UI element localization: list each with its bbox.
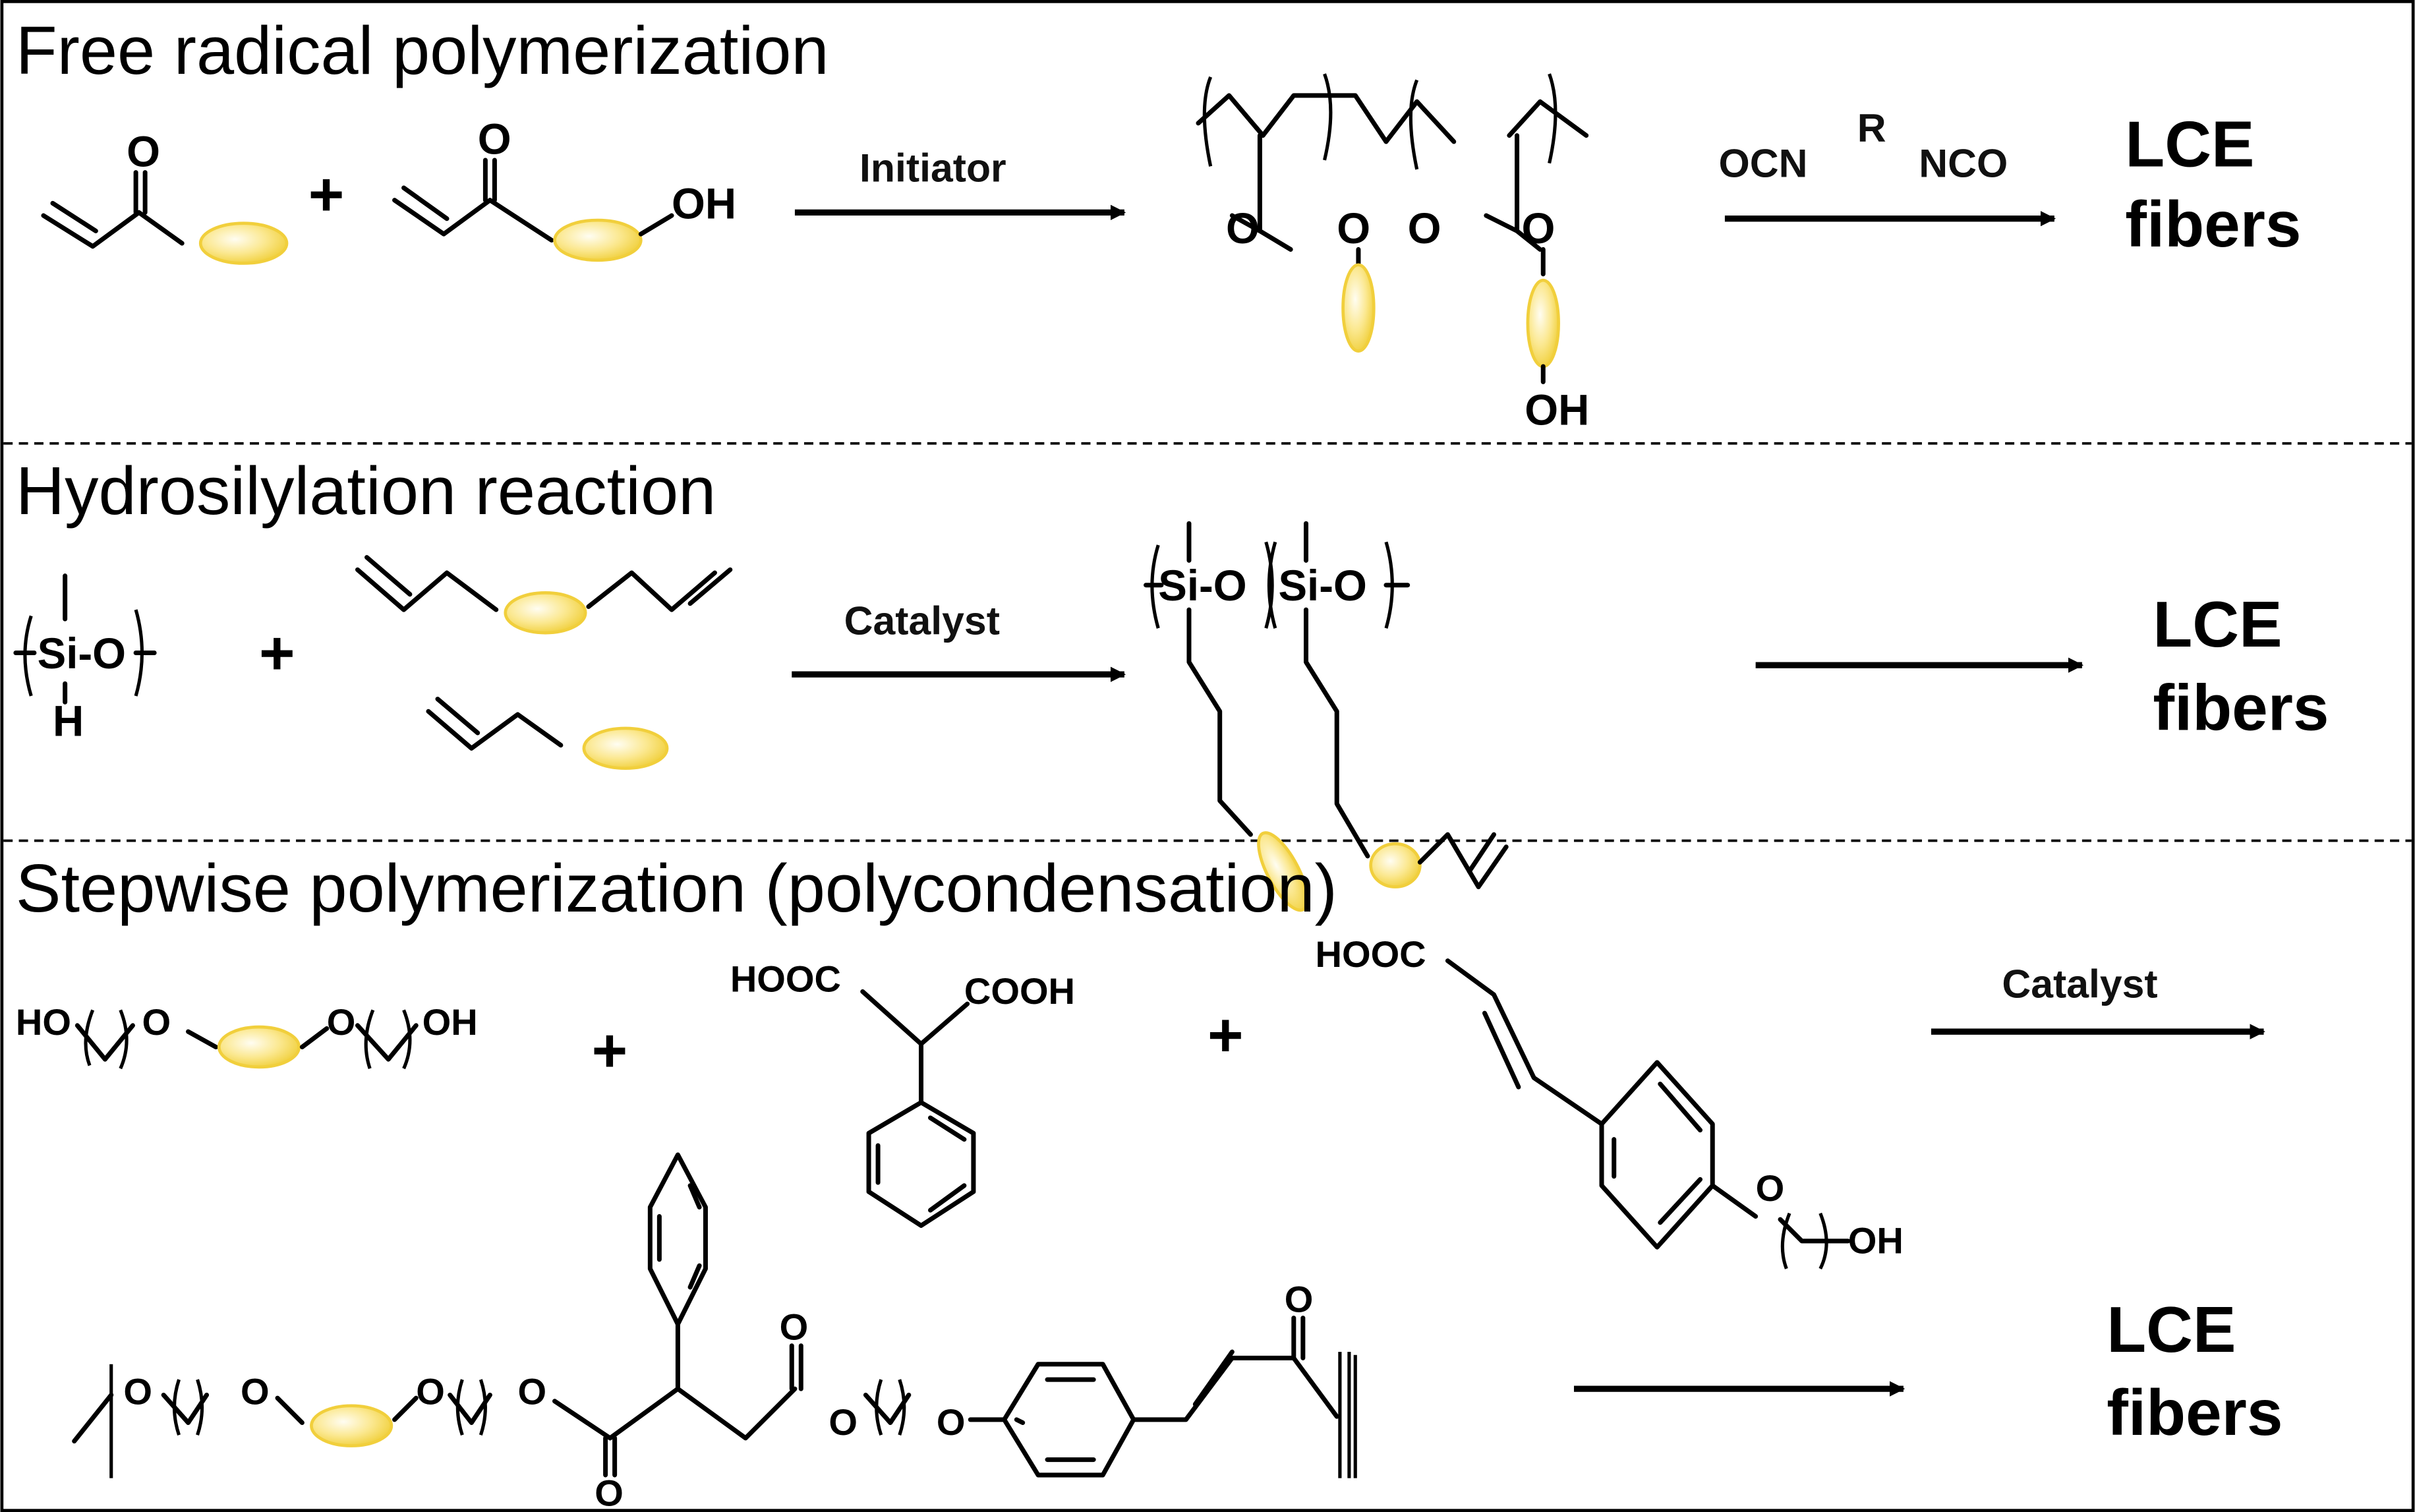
hydroxyalkoxy-cinnamic-acid: HOOC O OH — [1316, 933, 1904, 1270]
mesogen-icon — [310, 1404, 393, 1447]
diol-ho: HO — [16, 1001, 71, 1043]
section-title: Stepwise polymerization (polycondensatio… — [16, 850, 1337, 926]
ester-o: O — [123, 1370, 152, 1412]
polyacrylate-polymer: O O O O OH — [1196, 73, 1589, 434]
arrow-label-catalyst: Catalyst — [2002, 962, 2157, 1006]
carbonyl-o: O — [478, 115, 511, 163]
phenylsuccinic-acid: HOOC COOH — [730, 958, 1075, 1228]
plus-sign: + — [592, 1016, 628, 1085]
product-fibers: fibers — [2153, 671, 2329, 743]
arrow-label-initiator: Initiator — [859, 146, 1006, 190]
siloxane-unit: Si-O — [1158, 562, 1246, 610]
mesogen-icon — [582, 726, 669, 771]
mesogen-icon — [504, 591, 587, 635]
product-fibers: fibers — [2107, 1376, 2283, 1449]
ether-o: O — [1756, 1167, 1785, 1209]
siloxane-unit: Si-O — [38, 629, 126, 678]
mesogen-icon — [217, 1025, 301, 1069]
plus-sign: + — [1208, 1001, 1244, 1070]
siloxane-unit: Si-O — [1278, 562, 1366, 610]
section-hydrosilylation: Hydrosilylation reaction Si-O H + Cataly… — [13, 453, 2329, 912]
hydroxyl-group: OH — [1525, 386, 1589, 434]
ester-o: O — [780, 1306, 809, 1347]
mesogen-icon — [1526, 278, 1560, 368]
section-title: Hydrosilylation reaction — [16, 453, 716, 529]
ester-o: O — [517, 1370, 546, 1412]
arrow-label-catalyst: Catalyst — [844, 598, 1000, 643]
acrylate-monomer-2: O OH — [392, 115, 736, 262]
ester-o: O — [1226, 204, 1260, 252]
section-free-radical: Free radical polymerization O + O OH Ini… — [16, 13, 2302, 434]
plus-sign: + — [259, 618, 295, 687]
carbonyl-o: O — [127, 127, 160, 175]
diol-oh: OH — [422, 1001, 478, 1043]
diacid-hooc: HOOC — [730, 958, 841, 999]
reaction-arrow: Catalyst — [1931, 962, 2265, 1039]
crosslinker-left: OCN — [1719, 141, 1808, 186]
ester-o: O — [829, 1401, 858, 1443]
acrylate-monomer-1: O — [41, 127, 289, 265]
reaction-arrow: Initiator — [794, 146, 1126, 221]
polyester-polymer: O O O O O O O O — [72, 1152, 1357, 1512]
reaction-arrow: Catalyst — [792, 598, 1126, 682]
crosslink-arrow: OCN R NCO — [1719, 105, 2056, 227]
ester-o: O — [595, 1472, 624, 1512]
polysiloxane-polymer: Si-O Si-O — [1144, 521, 1509, 912]
diol-o1: O — [142, 1001, 171, 1043]
crosslinker-r: R — [1857, 105, 1886, 150]
crosslinker-right: NCO — [1919, 141, 2008, 186]
diol-o2: O — [327, 1001, 356, 1043]
product-lce: LCE — [2107, 1293, 2236, 1366]
section-polycondensation: Stepwise polymerization (polycondensatio… — [16, 850, 2283, 1512]
product-lce: LCE — [2125, 107, 2254, 180]
section-title: Free radical polymerization — [16, 13, 829, 88]
ester-o: O — [241, 1370, 270, 1412]
ester-o: O — [1522, 204, 1556, 252]
hydroxyl-group: OH — [672, 180, 736, 228]
cinnamic-hooc: HOOC — [1316, 933, 1426, 975]
mesogen-icon — [1257, 831, 1309, 912]
diacid-cooh: COOH — [964, 970, 1075, 1012]
cinnamic-oh: OH — [1848, 1220, 1904, 1262]
mesogen-icon — [1369, 842, 1422, 888]
polysiloxane-monomer: Si-O H — [13, 573, 157, 745]
ester-o: O — [1408, 204, 1441, 252]
ester-o: O — [416, 1370, 445, 1412]
product-fibers: fibers — [2125, 188, 2301, 260]
product-lce: LCE — [2153, 588, 2282, 660]
divinyl-mesogen — [355, 555, 733, 635]
ester-o: O — [1285, 1278, 1314, 1320]
silane-h: H — [53, 697, 84, 745]
ester-o: O — [1337, 204, 1370, 252]
plus-sign: + — [308, 160, 345, 229]
mesogen-icon — [553, 218, 643, 262]
mesogen-icon — [1341, 263, 1376, 353]
ester-o: O — [937, 1401, 966, 1443]
mesogenic-diol: HO O O OH — [16, 1001, 478, 1070]
monovinyl-mesogen — [426, 697, 669, 771]
mesogen-icon — [198, 221, 289, 265]
